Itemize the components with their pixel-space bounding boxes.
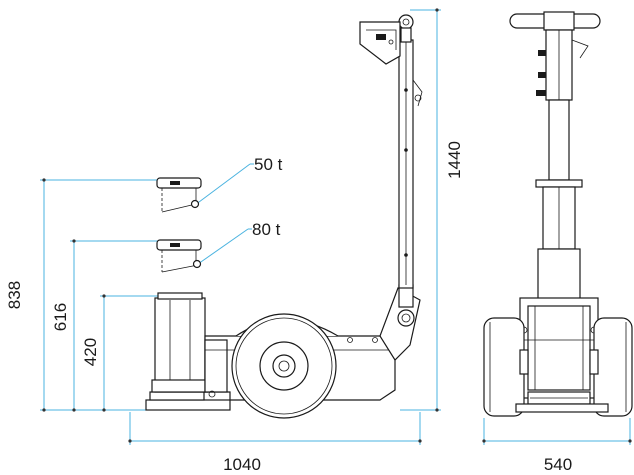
dim-total-width: 540 bbox=[544, 455, 572, 474]
jack-side-view bbox=[145, 14, 423, 419]
dim-height-min: 420 bbox=[81, 338, 100, 366]
label-50t: 50 t bbox=[254, 155, 283, 174]
saddle-50t bbox=[156, 177, 202, 213]
dim-max-height: 1440 bbox=[445, 141, 464, 179]
dim-height-80t: 616 bbox=[51, 303, 70, 331]
jack-front-view bbox=[483, 11, 633, 417]
dimension-lines bbox=[40, 9, 631, 445]
label-80t: 80 t bbox=[252, 220, 281, 239]
saddle-80t bbox=[156, 239, 202, 273]
dim-total-length: 1040 bbox=[223, 455, 261, 474]
dimension-dots bbox=[42, 8, 632, 443]
dim-height-50t: 838 bbox=[5, 281, 24, 309]
